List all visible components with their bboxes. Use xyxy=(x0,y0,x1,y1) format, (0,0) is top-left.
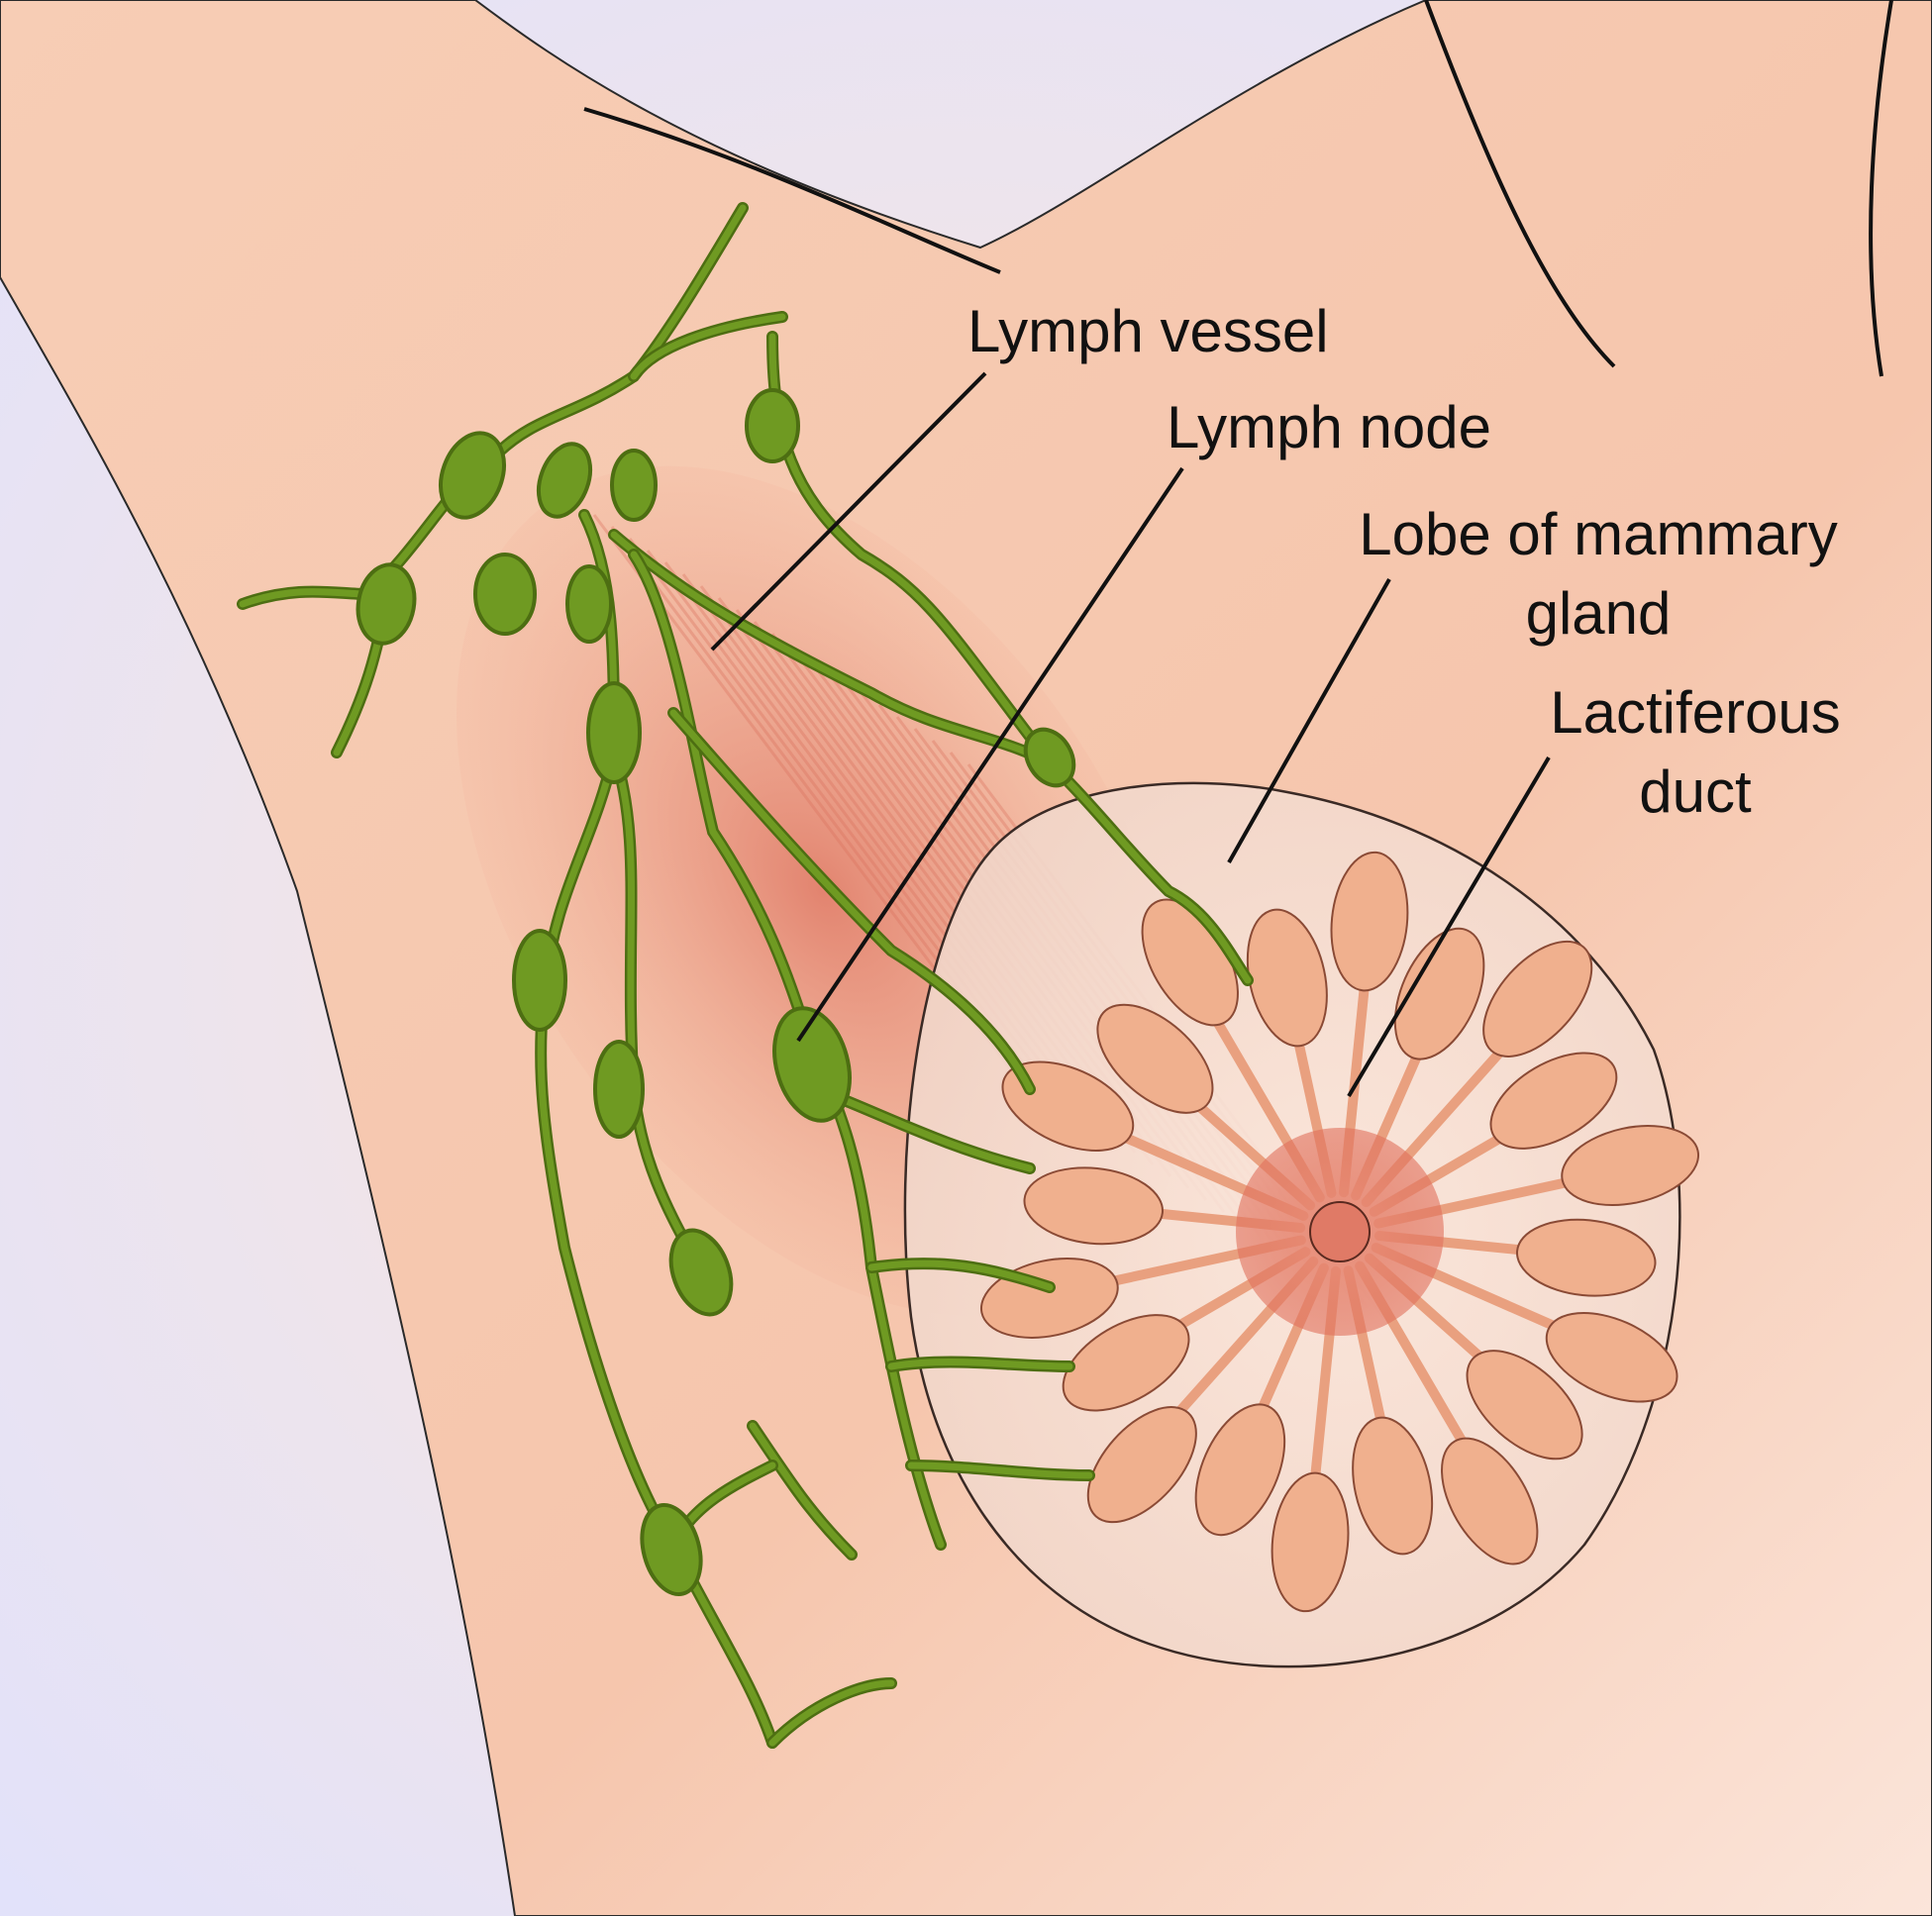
lymph-vessel xyxy=(749,1422,856,1559)
mammary-lobe xyxy=(1466,1350,1583,1461)
mammary-lobe xyxy=(1086,1406,1197,1524)
lymph-vessel xyxy=(867,1260,1054,1291)
leader-lymph-vessel xyxy=(710,371,987,652)
mammary-lobe xyxy=(1393,927,1485,1060)
lymph-node xyxy=(565,564,613,644)
lymph-node xyxy=(586,681,642,784)
lymph-system xyxy=(237,202,1254,1749)
mammary-lobe xyxy=(1096,1003,1214,1114)
label-lobe-line2: gland xyxy=(1526,580,1672,647)
lymph-node xyxy=(593,1040,645,1139)
lymph-node xyxy=(772,1006,852,1123)
mammary-lobe xyxy=(1545,1312,1678,1403)
nipple xyxy=(1309,1201,1371,1262)
lymph-vessel xyxy=(838,1095,1034,1172)
mammary-lobe xyxy=(1062,1314,1190,1412)
mammary-lobe xyxy=(1001,1060,1135,1152)
lymph-node xyxy=(640,1502,703,1597)
mammary-lobe xyxy=(1482,940,1593,1058)
label-duct-line1: Lactiferous xyxy=(1550,679,1841,746)
mammary-lobe xyxy=(1441,1437,1539,1565)
mammary-lobe xyxy=(1194,1403,1286,1537)
lymph-node xyxy=(745,388,800,463)
lymph-vessel xyxy=(1046,758,1252,984)
mammary-lobe xyxy=(1561,1125,1700,1207)
mammary-lobe xyxy=(1489,1052,1618,1150)
clavicle-line xyxy=(1424,0,1616,368)
lymph-vessel xyxy=(669,709,1034,1093)
lymph-node xyxy=(610,449,658,522)
lymph-vessel xyxy=(768,1679,895,1747)
mammary-lobe xyxy=(1352,1416,1434,1556)
lymph-node xyxy=(1023,727,1076,788)
lymph-node xyxy=(512,929,567,1032)
lymph-vessel xyxy=(610,531,1054,766)
lymph-node xyxy=(439,431,506,520)
lymph-node xyxy=(473,553,537,636)
right-contour xyxy=(1869,0,1893,377)
leader-lymph-node xyxy=(796,466,1184,1043)
mammary-lobe xyxy=(1023,1166,1165,1246)
shoulder-line xyxy=(583,107,1001,274)
mammary-lobes xyxy=(979,851,1700,1613)
lymph-vessel xyxy=(887,1359,1073,1370)
mammary-lobe xyxy=(1246,908,1328,1048)
mammary-lobe xyxy=(1515,1218,1657,1297)
lymph-vessel xyxy=(907,1462,1093,1479)
lymph-node xyxy=(536,442,593,519)
leader-lactiferous-duct xyxy=(1347,756,1551,1098)
label-lymph-vessel: Lymph vessel xyxy=(967,298,1329,364)
lymph-node xyxy=(356,562,417,646)
label-lobe-line1: Lobe of mammary xyxy=(1359,501,1838,567)
label-duct-line2: duct xyxy=(1639,758,1752,825)
lymph-node xyxy=(668,1228,734,1317)
leader-lobe xyxy=(1227,578,1391,863)
lymph-vessel xyxy=(630,313,786,380)
mammary-lobe xyxy=(1330,851,1409,992)
mammary-lobe xyxy=(1271,1471,1350,1613)
label-lymph-node: Lymph node xyxy=(1167,394,1491,460)
